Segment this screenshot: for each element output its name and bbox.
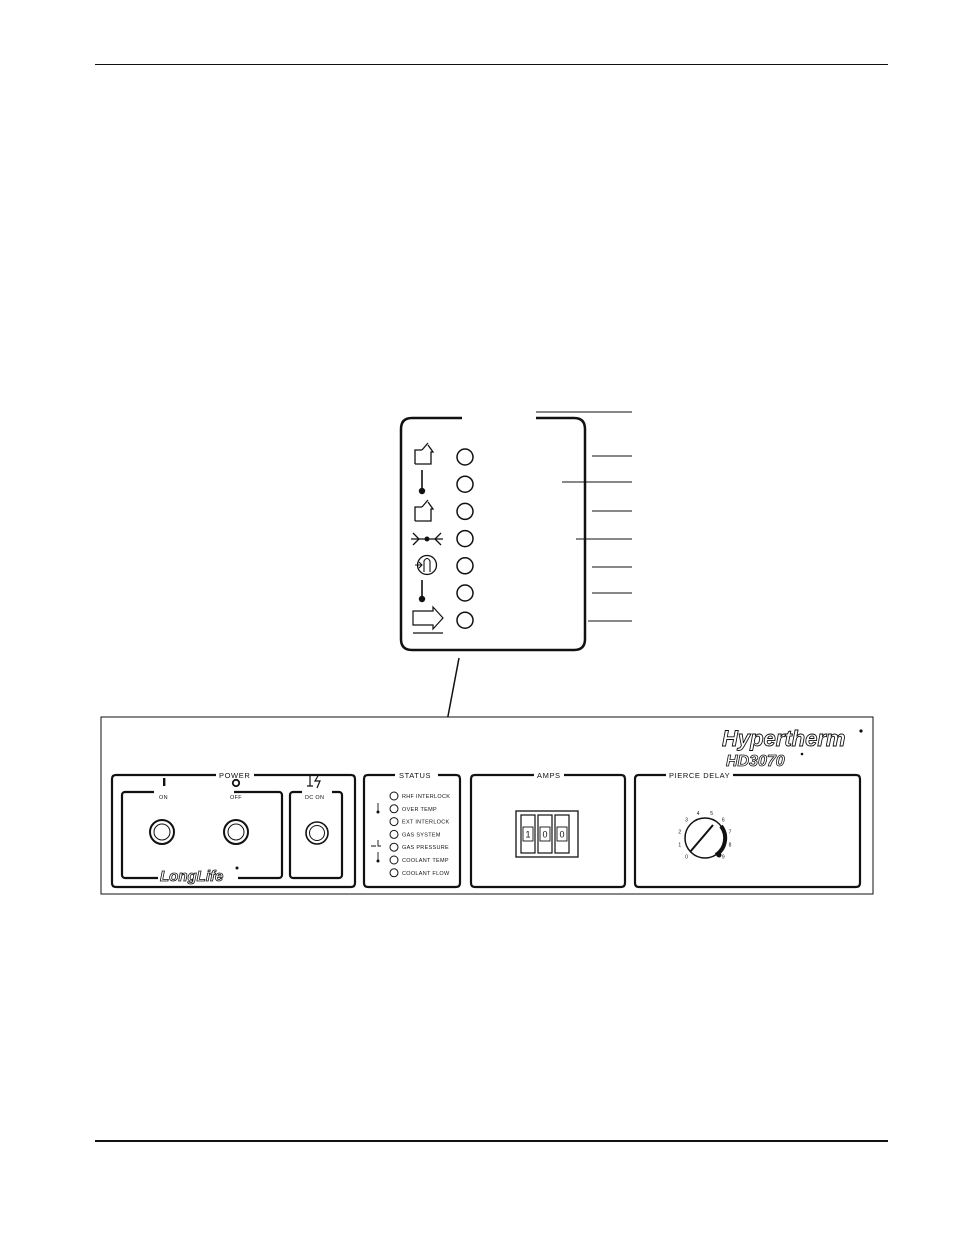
thermometer-icon [418,470,426,495]
dial-tick-label: 6 [722,818,725,824]
registered-mark-icon [235,866,239,870]
dial-tick-label: 2 [678,829,681,835]
gas-system-icon [411,532,443,546]
status-led [389,842,399,852]
longlife-logo: LongLife [160,868,223,885]
off-symbol-icon [231,778,241,788]
dial-tick-label: 4 [697,811,700,817]
status-indicator-label: RHF INTERLOCK [402,794,450,800]
amps-title: AMPS [537,771,561,780]
status-led [389,817,399,827]
status-indicator-label: COOLANT FLOW [402,871,450,877]
status-indicator-label: COOLANT TEMP [402,858,449,864]
status-led [389,804,399,814]
brand-logo: Hypertherm [722,726,845,751]
off-label: OFF [230,795,242,801]
dial-tick-label: 0 [685,854,688,860]
switch-icon [414,499,435,522]
switch-icon [414,442,435,465]
amps-digit-window [556,826,568,842]
status-led [389,855,399,865]
status-led-1 [456,448,474,466]
status-led-2 [456,475,474,493]
status-indicator-label: GAS SYSTEM [402,832,441,838]
front-panel: Hypertherm HD3070 POWER ON OFF LongLife [100,716,874,895]
dial-tick-label: 3 [685,818,688,824]
status-indicator-label: EXT INTERLOCK [402,820,450,826]
gas-pressure-icon [415,554,438,576]
dc-on-label: DC ON [305,795,324,801]
status-led-4 [456,529,474,548]
thermometer-icon [418,580,426,603]
amps-digit-window [522,826,534,842]
status-indicator-label: OVER TEMP [402,807,437,813]
dial-tick-label: 5 [710,811,713,817]
amps-thumbwheel-frame [515,810,579,858]
thermometer-icon [376,852,380,863]
dial-stop-icon [716,852,722,858]
status-title: STATUS [399,771,431,780]
on-button[interactable] [149,819,175,845]
registered-mark-icon [800,752,804,756]
amps-digit: 0 [543,830,548,840]
status-led-5 [456,557,474,575]
header-rule [95,64,888,65]
on-label: ON [159,795,168,801]
status-indicator-list: RHF INTERLOCK OVER TEMP EXT INTERLOCK GAS S… [389,791,450,878]
status-led-3 [456,502,474,521]
status-led [389,829,399,839]
amps-thumbwheel[interactable]: 1 0 0 [520,814,570,854]
amps-digit-window [539,826,551,842]
amps-digit: 1 [526,830,531,840]
pierce-delay-dial[interactable] [684,817,728,859]
power-title: POWER [219,771,250,780]
status-led-column [456,448,474,629]
model-logo: HD3070 [726,753,785,770]
registered-mark-icon [859,729,863,733]
dc-on-indicator [305,821,329,845]
torch-arc-icon [307,775,321,789]
footer-rule [95,1140,888,1142]
status-led [389,791,399,801]
status-led [389,868,399,878]
amps-section: AMPS 1 0 0 [469,771,627,889]
power-section: POWER ON OFF LongLife DC ON [110,771,357,889]
pierce-delay-title: PIERCE DELAY [669,771,730,780]
dial-tick-label: 8 [729,843,732,849]
thermometer-icon [376,803,380,814]
on-symbol-icon [163,778,166,786]
flow-arrow-icon [412,605,444,634]
gas-pressure-icon [371,840,381,847]
off-button[interactable] [223,819,249,845]
dial-tick-label: 9 [722,854,725,860]
status-led-7 [456,611,474,629]
status-detail-callout [399,416,587,652]
dial-tick-label: 1 [678,843,681,849]
status-section: STATUS RHF INTERLOCK OVER TEMP EXT INTERLO… [362,771,462,889]
status-indicator-label: GAS PRESSURE [402,845,449,851]
amps-digit: 0 [560,830,565,840]
status-led-6 [456,584,474,602]
dial-tick-label: 7 [729,829,732,835]
